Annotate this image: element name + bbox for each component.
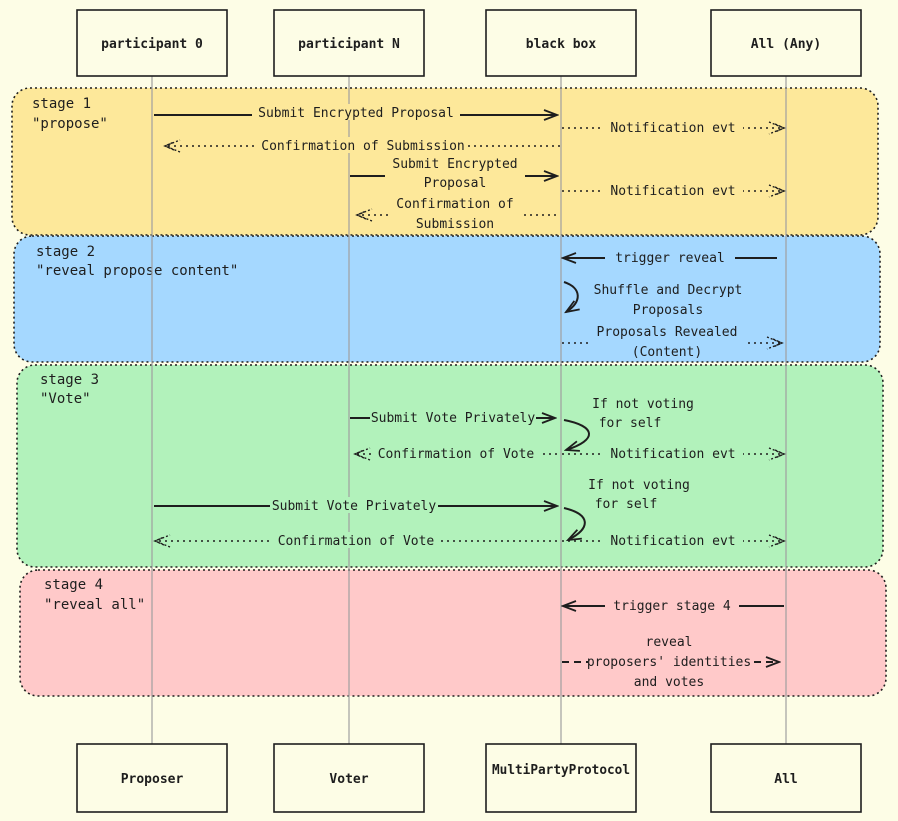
actor-bottom-voter: Voter xyxy=(329,772,368,787)
label-s3-vote-p0: Submit Vote Privately xyxy=(272,499,437,514)
label-s1-confirm-p0: Confirmation of Submission xyxy=(261,139,465,154)
label-s1-notify-2: Notification evt xyxy=(610,184,735,199)
label-s3-self-1a: If not voting xyxy=(592,397,694,412)
actor-top-participant-0-box xyxy=(76,9,228,77)
actor-top-participant-n-box xyxy=(273,9,425,77)
label-s2-revealed-1: Proposals Revealed xyxy=(597,325,738,340)
label-s2-shuffle-1: Shuffle and Decrypt xyxy=(594,283,743,298)
actor-bottom-proposer-box xyxy=(76,743,228,813)
stage-1-subtitle: "propose" xyxy=(32,116,108,132)
label-s3-confirm-p0: Confirmation of Vote xyxy=(278,534,435,549)
arrow-s2-shuffle-self xyxy=(563,281,578,312)
label-s1-submit-pn-1: Submit Encrypted xyxy=(392,157,517,172)
label-s2-trigger: trigger reveal xyxy=(615,251,725,266)
label-s4-reveal-3: and votes xyxy=(634,675,704,690)
actor-top-participant-n: participant N xyxy=(298,37,400,52)
stage-3-subtitle: "Vote" xyxy=(40,391,91,407)
label-s1-confirm-pn-1: Confirmation of xyxy=(396,197,513,212)
actor-bottom-voter-box xyxy=(273,743,425,813)
label-s4-reveal-1: reveal xyxy=(646,635,693,650)
actor-bottom-multiparty: MultiPartyProtocol xyxy=(492,763,630,778)
label-s3-self-1b: for self xyxy=(599,416,662,431)
stage-2-name: stage 2 xyxy=(36,244,95,260)
label-s3-self-2b: for self xyxy=(595,497,658,512)
stage-3-box xyxy=(16,364,884,568)
label-s3-vote-pn: Submit Vote Privately xyxy=(371,411,536,426)
actor-top-black-box-box xyxy=(485,9,637,77)
label-s2-shuffle-2: Proposals xyxy=(633,303,703,318)
actor-top-participant-0: participant 0 xyxy=(101,37,203,52)
arrow-s3-self-1 xyxy=(564,419,590,450)
label-s1-submit-p0: Submit Encrypted Proposal xyxy=(258,106,454,121)
actor-top-all: All (Any) xyxy=(751,37,821,52)
label-s2-revealed-2: (Content) xyxy=(632,345,702,360)
label-s1-submit-pn-2: Proposal xyxy=(424,176,487,191)
stage-3-name: stage 3 xyxy=(40,372,99,388)
label-s1-confirm-pn-2: Submission xyxy=(416,217,494,232)
actor-bottom-all-box xyxy=(710,743,862,813)
actor-bottom-all: All xyxy=(774,772,797,787)
actor-bottom-multiparty-label: MultiPartyProtocol xyxy=(492,763,630,778)
label-s3-confirm-pn: Confirmation of Vote xyxy=(378,447,535,462)
label-s4-reveal-2: proposers' identities xyxy=(587,655,751,670)
arrow-s3-self-2 xyxy=(563,507,586,540)
label-s3-notify-2: Notification evt xyxy=(610,534,735,549)
stage-2-subtitle: "reveal propose content" xyxy=(36,263,238,279)
actor-top-black-box: black box xyxy=(526,37,597,52)
label-s1-notify-1: Notification evt xyxy=(610,121,735,136)
actor-bottom-proposer: Proposer xyxy=(121,772,184,787)
stage-4-name: stage 4 xyxy=(44,577,103,593)
actor-top-all-box xyxy=(710,9,862,77)
label-s4-trigger: trigger stage 4 xyxy=(613,599,731,614)
actor-bottom-multiparty-box xyxy=(485,743,637,813)
stage-2-box xyxy=(13,235,881,363)
stage-4-box xyxy=(19,569,887,697)
stage-4-subtitle: "reveal all" xyxy=(44,597,145,613)
label-s3-notify-1: Notification evt xyxy=(610,447,735,462)
label-s3-self-2a: If not voting xyxy=(588,478,690,493)
stage-1-name: stage 1 xyxy=(32,96,91,112)
